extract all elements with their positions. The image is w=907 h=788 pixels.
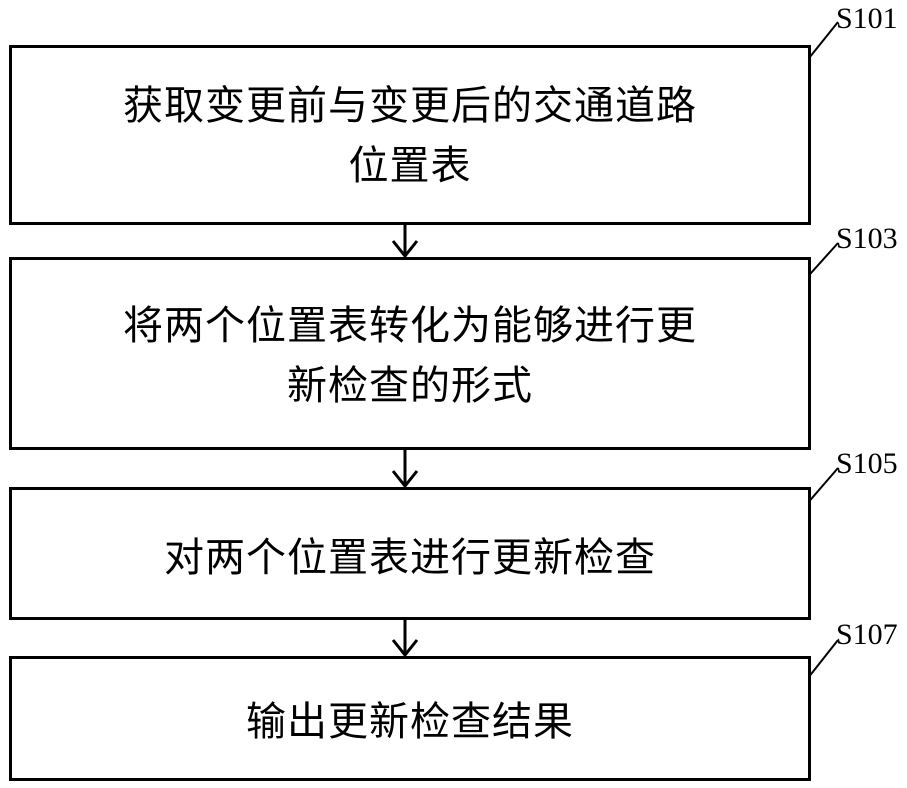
step-label-s105: S105 <box>836 449 898 479</box>
step-text-line: 输出更新检查结果 <box>246 692 574 752</box>
step-text-s101: 获取变更前与变更后的交通道路 位置表 <box>123 74 697 196</box>
step-label-s107: S107 <box>836 620 898 650</box>
step-label-s101: S101 <box>836 4 898 34</box>
step-text-line: 位置表 <box>123 136 697 196</box>
step-text-s107: 输出更新检查结果 <box>246 686 574 752</box>
step-text-line: 新检查的形式 <box>123 356 697 416</box>
step-text-line: 对两个位置表进行更新检查 <box>164 528 656 588</box>
arrow-s101-to-s103 <box>393 225 417 256</box>
step-label-s103: S103 <box>836 224 898 254</box>
step-box-s101: 获取变更前与变更后的交通道路 位置表 <box>9 45 811 225</box>
step-text-s103: 将两个位置表转化为能够进行更 新检查的形式 <box>123 292 697 416</box>
step-text-line: 获取变更前与变更后的交通道路 <box>123 76 697 136</box>
step-text-s105: 对两个位置表进行更新检查 <box>164 520 656 588</box>
arrow-s105-to-s107 <box>393 620 417 655</box>
step-box-s107: 输出更新检查结果 <box>9 656 811 781</box>
step-box-s103: 将两个位置表转化为能够进行更 新检查的形式 <box>9 257 811 450</box>
arrow-s103-to-s105 <box>393 450 417 486</box>
step-box-s105: 对两个位置表进行更新检查 <box>9 487 811 620</box>
step-text-line: 将两个位置表转化为能够进行更 <box>123 296 697 356</box>
